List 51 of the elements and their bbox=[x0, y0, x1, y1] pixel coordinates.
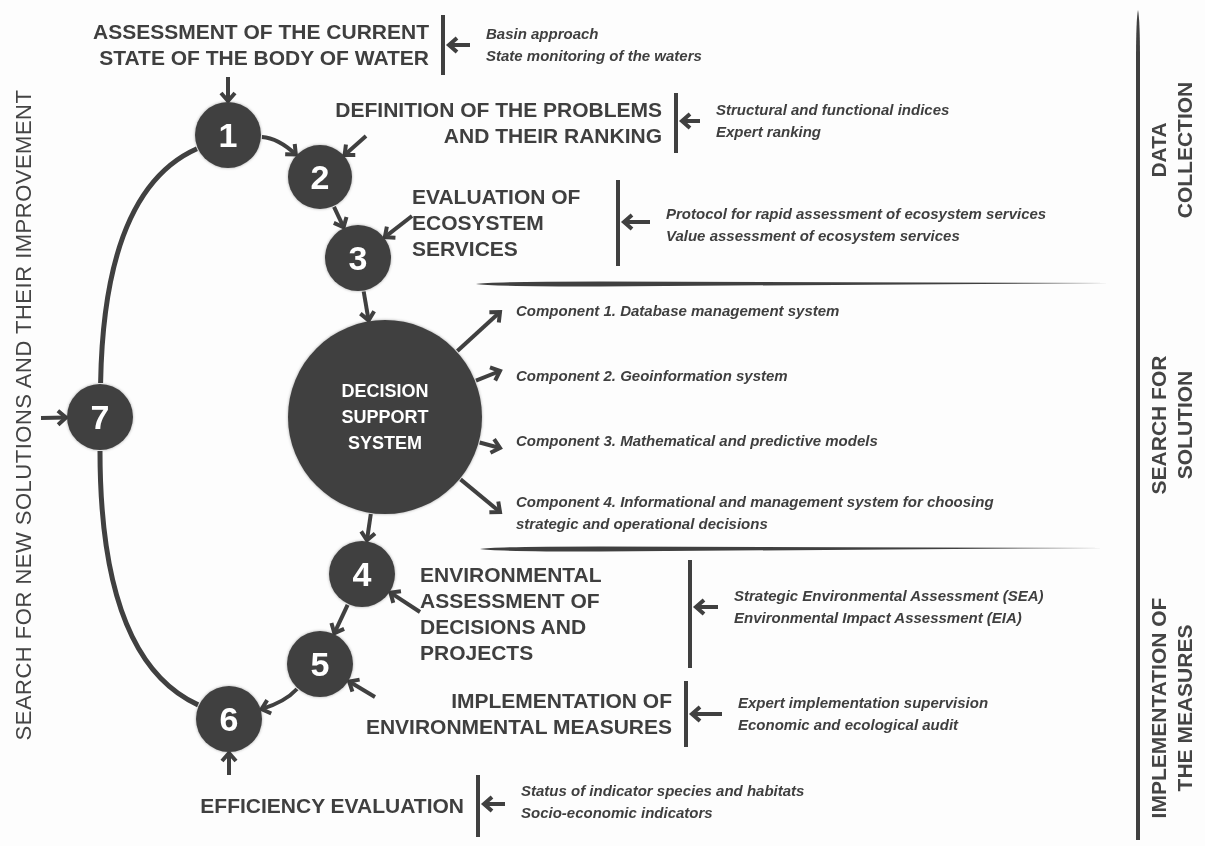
method-text: Protocol for rapid assessment of ecosystem services bbox=[666, 204, 1048, 224]
arrow bbox=[342, 134, 368, 158]
stage-heading: IMPLEMENTATION OF ENVIRONMENTAL MEASURES bbox=[320, 681, 688, 747]
connector-line bbox=[97, 450, 200, 708]
stage-heading: EVALUATION OF ECOSYSTEM SERVICES bbox=[412, 180, 620, 266]
stage-heading: DEFINITION OF THE PROBLEMS AND THEIR RANKING bbox=[288, 93, 678, 153]
arrow bbox=[447, 36, 470, 54]
method-text: Economic and ecological audit bbox=[738, 715, 960, 735]
method-text: Value assessment of ecosystem services bbox=[666, 226, 961, 246]
connector-line bbox=[98, 146, 199, 384]
arrow bbox=[459, 477, 502, 515]
arrow bbox=[475, 365, 502, 383]
arrow bbox=[261, 135, 298, 157]
method-text: Status of indicator species and habitats bbox=[521, 781, 806, 801]
method-text: Basin approach bbox=[486, 24, 600, 44]
method-text: Expert implementation supervision bbox=[738, 693, 990, 713]
method-text: Component 4. Informational and management system for choosing strategic and operational decisions bbox=[516, 492, 995, 534]
method-text: Strategic Environmental Assessment (SEA) bbox=[734, 586, 1045, 606]
vertical-heading: SEARCH FOR NEW SOLUTIONS AND THEIR IMPROVEMENT bbox=[7, 55, 41, 775]
arrow bbox=[259, 687, 299, 716]
arrow bbox=[359, 513, 377, 543]
arrow bbox=[40, 408, 68, 427]
arrow bbox=[482, 795, 505, 813]
stage-heading: ENVIRONMENTAL ASSESSMENT OF DECISIONS AND PROJECTS bbox=[420, 560, 692, 668]
arrow bbox=[690, 705, 722, 723]
method-text: Component 3. Mathematical and predictive models bbox=[516, 431, 879, 451]
method-text: Socio-economic indicators bbox=[521, 803, 714, 823]
phase-label: SEARCH FOR SOLUTION bbox=[1146, 354, 1197, 497]
arrow bbox=[219, 77, 237, 103]
arrow bbox=[329, 603, 350, 636]
method-text: Environmental Impact Assessment (EIA) bbox=[734, 608, 1023, 628]
method-text: Component 2. Geoinformation system bbox=[516, 366, 789, 386]
stage-heading: ASSESSMENT OF THE CURRENT STATE OF THE BODY OF WATER bbox=[40, 15, 445, 75]
phase-label: DATA COLLECTION bbox=[1146, 80, 1197, 221]
arrow bbox=[382, 214, 414, 240]
method-text: Component 1. Database management system bbox=[516, 301, 841, 321]
arrow bbox=[347, 677, 377, 699]
arrow bbox=[331, 206, 349, 230]
method-text: State monitoring of the waters bbox=[486, 46, 703, 66]
method-text: Structural and functional indices bbox=[716, 100, 951, 120]
arrow bbox=[680, 112, 700, 130]
arrow bbox=[220, 751, 238, 775]
stage-heading: EFFICIENCY EVALUATION bbox=[150, 775, 480, 837]
arrow bbox=[479, 437, 502, 455]
arrow bbox=[388, 589, 422, 614]
arrow bbox=[622, 213, 650, 231]
arrow bbox=[694, 598, 718, 616]
arrow bbox=[358, 291, 377, 323]
method-text: Expert ranking bbox=[716, 122, 823, 142]
phase-label: IMPLEMENTATION OF THE MEASURES bbox=[1146, 596, 1197, 821]
arrow bbox=[456, 310, 502, 353]
